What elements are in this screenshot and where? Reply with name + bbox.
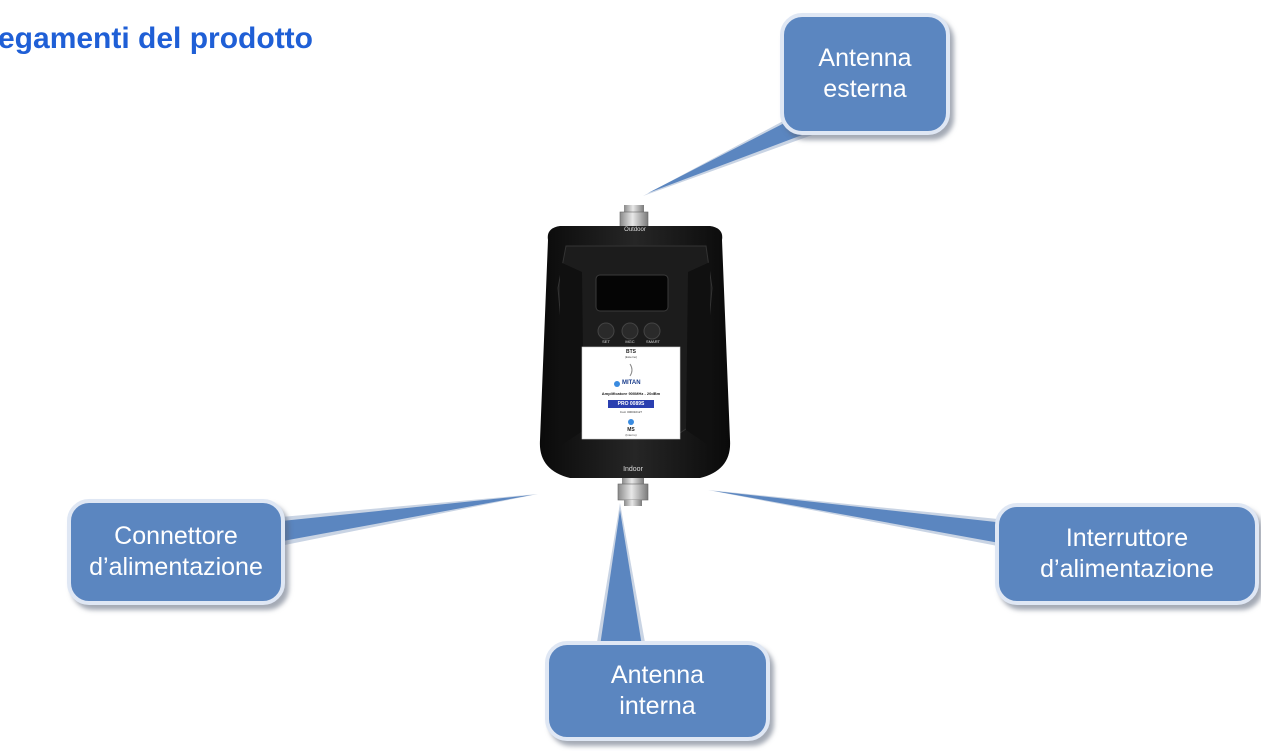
label-bts: BTS bbox=[626, 349, 636, 355]
callout-antenna-esterna-line2: esterna bbox=[823, 75, 907, 103]
callout-connettore-alimentazione: Connettore d’alimentazione bbox=[67, 499, 285, 605]
callout-antenna-esterna-line1: Antenna bbox=[818, 44, 912, 72]
callout-interruttore-line1: Interruttore bbox=[1065, 524, 1189, 552]
pointer-interruttore-inner bbox=[714, 491, 1005, 544]
button-label-set: SET bbox=[602, 339, 610, 344]
label-product-code: PRO 0089S bbox=[617, 401, 645, 407]
display-screen bbox=[595, 274, 669, 312]
pointer-antenna-interna-inner bbox=[600, 510, 642, 646]
button-label-smart: SMART bbox=[646, 339, 660, 344]
callout-connettore-line2: d’alimentazione bbox=[89, 553, 263, 581]
page-title: egamenti del prodotto bbox=[0, 22, 313, 55]
callout-antenna-interna-line2: interna bbox=[619, 692, 696, 720]
bts-signal-icon bbox=[629, 363, 633, 377]
label-ms-sub: (Interno) bbox=[625, 433, 637, 437]
callout-interruttore-line2: d’alimentazione bbox=[1040, 555, 1214, 583]
ms-icon bbox=[628, 419, 634, 425]
device-buttons bbox=[597, 322, 661, 340]
bottom-port-label: Indoor bbox=[623, 466, 643, 473]
callout-interruttore-alimentazione: Interruttore d’alimentazione bbox=[995, 503, 1259, 605]
callout-connettore-line1: Connettore bbox=[114, 522, 238, 550]
pointer-connettore-inner bbox=[272, 495, 532, 543]
callout-pointers bbox=[270, 112, 1008, 648]
top-port-label: Outdoor bbox=[624, 227, 646, 233]
brand-logo-icon bbox=[614, 381, 620, 387]
label-bts-sub: (Esterno) bbox=[624, 355, 638, 359]
pointer-connettore bbox=[270, 494, 538, 548]
pointer-interruttore bbox=[708, 490, 1008, 548]
callout-antenna-interna-line1: Antenna bbox=[610, 661, 705, 689]
product-code-badge bbox=[608, 400, 654, 408]
pointer-antenna-esterna-inner bbox=[648, 116, 810, 193]
label-brand: MITAN bbox=[622, 380, 641, 386]
bottom-connector bbox=[617, 478, 649, 506]
label-ms: MS bbox=[627, 427, 635, 433]
button-label-mgc: MGC bbox=[625, 339, 635, 344]
callout-antenna-interna: Antenna interna bbox=[545, 641, 770, 741]
label-model-line: Amplificatore 900MHz - 20dBm bbox=[601, 391, 661, 396]
label-cod: Cod. 000010127 bbox=[619, 410, 643, 414]
callout-antenna-esterna: Antenna esterna bbox=[780, 13, 950, 135]
